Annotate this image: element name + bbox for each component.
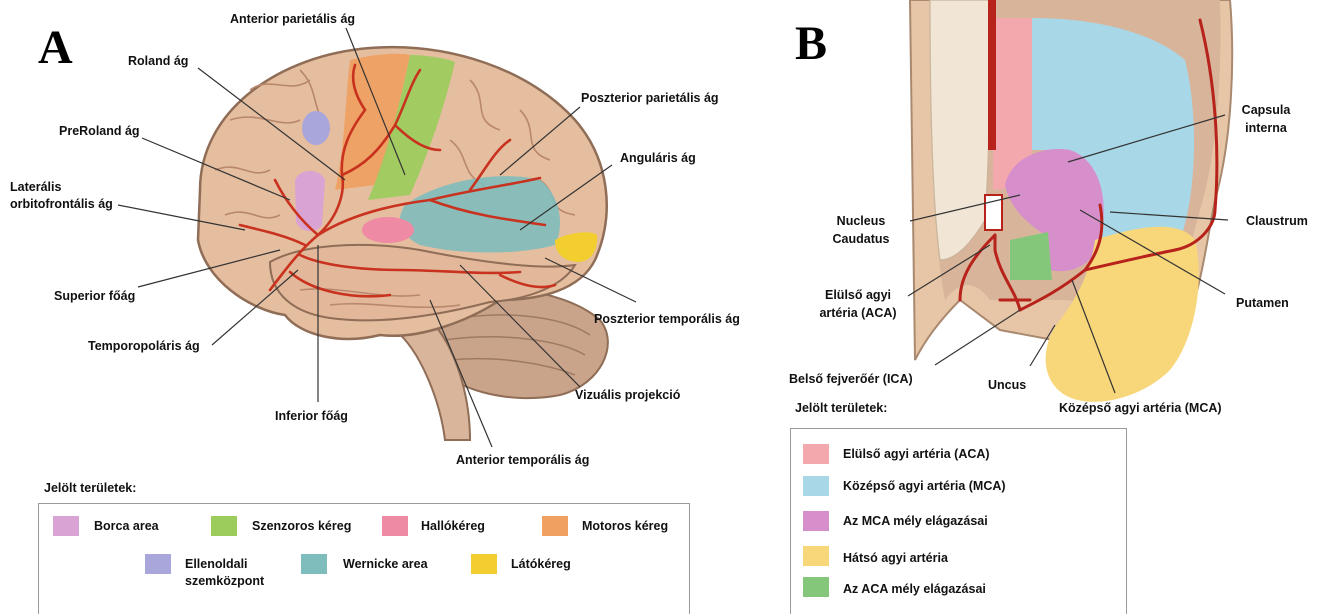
legend-a-swatch-wernicke	[301, 554, 327, 574]
label-putamen: Putamen	[1236, 295, 1289, 312]
legend-a-label-wernicke: Wernicke area	[343, 556, 428, 572]
label-preroland: PreRoland ág	[59, 123, 140, 140]
legend-b-label-aca-deep: Az ACA mély elágazásai	[843, 581, 986, 597]
legend-b-label-mca: Középső agyi artéria (MCA)	[843, 478, 1006, 494]
legend-b-swatch-aca	[803, 444, 829, 464]
aca-deep-branches	[1010, 232, 1052, 280]
label-poszterior-parietalis: Poszterior parietális ág	[581, 90, 719, 107]
label-temporopolaris: Temporopoláris ág	[88, 338, 200, 355]
legend-a-swatch-szenzoros	[211, 516, 237, 536]
legend-b-title: Jelölt területek:	[795, 400, 887, 417]
label-claustrum: Claustrum	[1246, 213, 1308, 230]
legend-a-swatch-latokereg	[471, 554, 497, 574]
label-elulso-line1: Elülső agyi	[812, 287, 904, 304]
label-inferior: Inferior főág	[275, 408, 348, 425]
frontal-eye-field-area	[302, 111, 330, 145]
label-capsula-line2: interna	[1236, 120, 1296, 137]
legend-a-swatch-borca	[53, 516, 79, 536]
label-nucleus-line1: Nucleus	[826, 213, 896, 230]
label-roland: Roland ág	[128, 53, 188, 70]
panel-a-letter: A	[38, 24, 73, 72]
legend-b-label-mca-deep: Az MCA mély elágazásai	[843, 513, 988, 529]
legend-a-swatch-szemkozpont	[145, 554, 171, 574]
label-capsula-line1: Capsula	[1236, 102, 1296, 119]
label-angularis: Anguláris ág	[620, 150, 696, 167]
legend-a-label-hallo: Hallókéreg	[421, 518, 485, 534]
legend-b-swatch-pca	[803, 546, 829, 566]
label-elulso-line2: artéria (ACA)	[812, 305, 904, 322]
label-lateralis-line1: Laterális	[10, 179, 61, 196]
label-uncus: Uncus	[988, 377, 1026, 394]
legend-b-swatch-mca	[803, 476, 829, 496]
broca-area	[295, 171, 325, 231]
legend-a-label-latokereg: Látókéreg	[511, 556, 571, 572]
auditory-cortex-area	[362, 217, 414, 243]
legend-b-label-pca: Hátsó agyi artéria	[843, 550, 948, 566]
brain-lateral-view	[118, 28, 636, 447]
legend-a-label-szemkozpont-1: Ellenoldali	[185, 556, 248, 572]
brain-coronal-section	[908, 0, 1232, 402]
legend-a-label-borca: Borca area	[94, 518, 159, 534]
label-anterior-temporalis: Anterior temporális ág	[456, 452, 589, 469]
label-vizualis: Vizuális projekció	[575, 387, 680, 404]
legend-b-label-aca: Elülső agyi artéria (ACA)	[843, 446, 990, 462]
label-poszterior-temporalis: Poszterior temporális ág	[594, 311, 740, 328]
label-nucleus-line2: Caudatus	[826, 231, 896, 248]
legend-a-swatch-motoros	[542, 516, 568, 536]
legend-b-box: Elülső agyi artéria (ACA) Középső agyi a…	[790, 428, 1127, 614]
label-anterior-parietalis: Anterior parietális ág	[230, 11, 355, 28]
legend-a-swatch-hallo	[382, 516, 408, 536]
panel-b-letter: B	[795, 20, 827, 68]
legend-a-label-szemkozpont-2: szemközpont	[185, 573, 264, 589]
legend-a-title: Jelölt területek:	[44, 480, 136, 497]
legend-a-label-motoros: Motoros kéreg	[582, 518, 668, 534]
legend-b-swatch-mca-deep	[803, 511, 829, 531]
label-lateralis-line2: orbitofrontális ág	[10, 196, 113, 213]
label-belso: Belső fejverőér (ICA)	[789, 371, 913, 388]
legend-a-label-szenzoros: Szenzoros kéreg	[252, 518, 351, 534]
legend-b-swatch-aca-deep	[803, 577, 829, 597]
label-kozepso: Középső agyi artéria (MCA)	[1059, 400, 1222, 417]
legend-a-box: Borca area Szenzoros kéreg Hallókéreg Mo…	[38, 503, 690, 614]
label-superior: Superior főág	[54, 288, 135, 305]
